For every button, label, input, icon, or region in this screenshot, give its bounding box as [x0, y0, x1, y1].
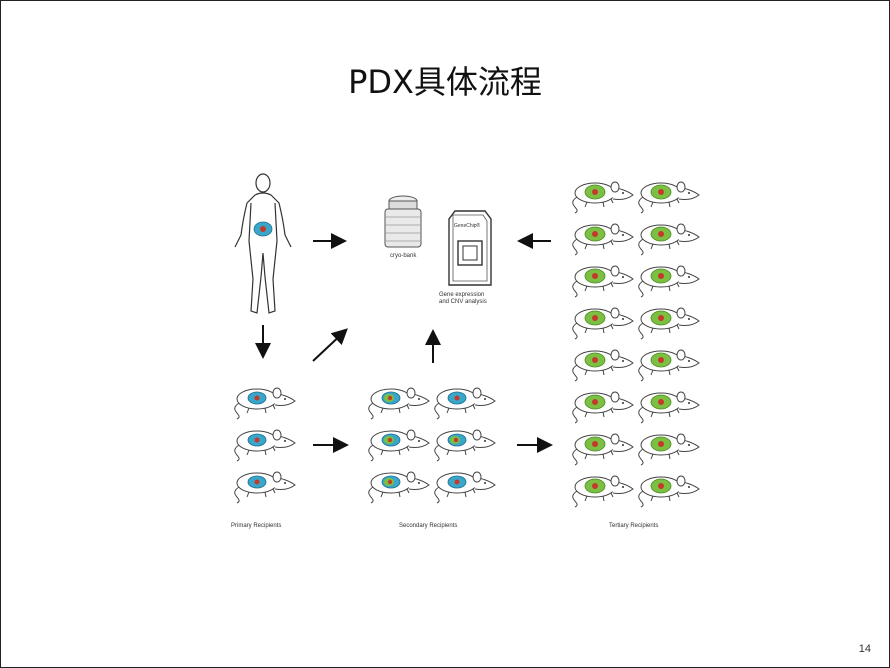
mouse-icon — [638, 349, 700, 382]
mouse-icon — [368, 429, 430, 462]
primary-recipients — [234, 387, 296, 504]
mouse-icon — [368, 471, 430, 504]
mouse-icon — [638, 391, 700, 424]
mouse-icon — [234, 471, 296, 504]
mouse-icon — [638, 475, 700, 508]
mouse-icon — [572, 265, 634, 298]
mouse-icon — [638, 223, 700, 256]
genechip-brand-label: GeneChip® — [454, 222, 481, 229]
arrow-primary-to-cryo — [312, 328, 348, 362]
cryo-bank-label: cryo-bank — [390, 253, 417, 259]
secondary-recipients — [368, 387, 496, 504]
mouse-icon — [234, 429, 296, 462]
flow-arrows — [255, 233, 553, 453]
mouse-icon — [638, 307, 700, 340]
mouse-icon — [638, 433, 700, 466]
tertiary-recipients — [572, 181, 700, 508]
mouse-icon — [434, 471, 496, 504]
mouse-icon — [572, 475, 634, 508]
mouse-icon — [572, 391, 634, 424]
mouse-icon — [572, 307, 634, 340]
human-silhouette-icon — [234, 173, 292, 314]
mouse-icon — [638, 181, 700, 214]
secondary-recipients-label: Secondary Recipients — [399, 523, 457, 529]
mouse-icon — [368, 387, 430, 420]
tertiary-recipients-label: Tertiary Recipients — [609, 523, 658, 529]
mouse-icon — [572, 349, 634, 382]
primary-recipients-label: Primary Recipients — [231, 523, 281, 529]
mouse-icon — [572, 181, 634, 214]
analysis-label-line2: and CNV analysis — [439, 299, 487, 305]
mouse-icon — [234, 387, 296, 420]
slide-title: PDX具体流程 — [348, 63, 542, 101]
mouse-icon — [572, 433, 634, 466]
pdx-workflow-diagram: cryo-bank GeneChip® Gene expression and … — [231, 173, 700, 529]
cryo-bank-icon — [384, 195, 422, 248]
mouse-icon — [434, 429, 496, 462]
analysis-label-line1: Gene expression — [439, 292, 484, 298]
page-number: 14 — [858, 643, 871, 655]
mouse-icon — [572, 223, 634, 256]
genechip-icon — [448, 210, 492, 286]
mouse-icon — [638, 265, 700, 298]
mouse-icon — [434, 387, 496, 420]
